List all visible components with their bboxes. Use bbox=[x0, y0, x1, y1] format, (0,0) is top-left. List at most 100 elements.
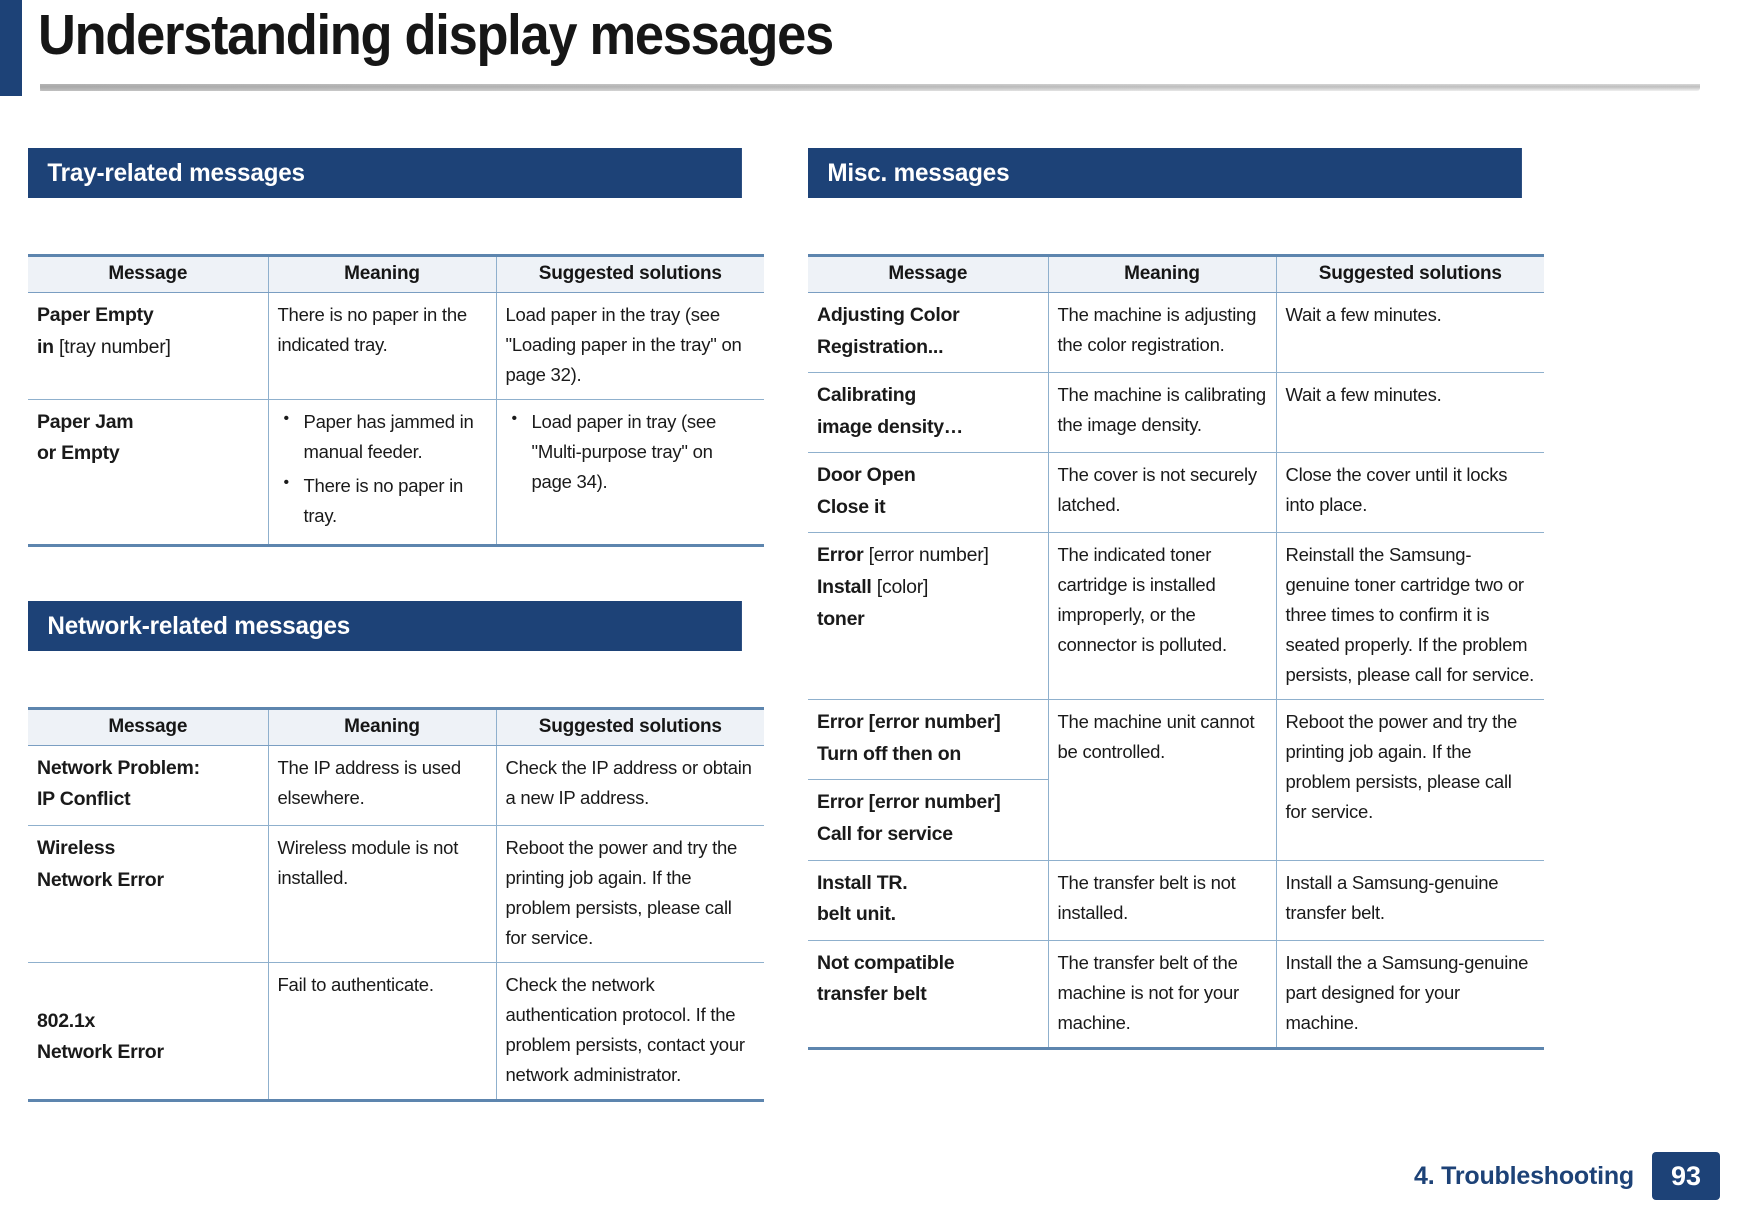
banner-table-spacer bbox=[28, 198, 768, 254]
column-header-suggested-solutions: Suggested solutions bbox=[1275, 254, 1544, 293]
column-header-message: Message bbox=[28, 254, 268, 293]
cell-suggested-solution: Reboot the power and try the printing jo… bbox=[1275, 699, 1544, 861]
column-header-meaning: Meaning bbox=[267, 706, 496, 746]
message-line: Close it bbox=[817, 492, 1039, 524]
message-text-bold: Error [error number] bbox=[817, 791, 1001, 814]
message-line: Wireless bbox=[37, 833, 259, 865]
message-line: Turn off then on bbox=[817, 739, 1039, 771]
message-line: IP Conflict bbox=[37, 784, 259, 816]
cell-suggested-solution: Wait a few minutes. bbox=[1275, 372, 1544, 454]
cell-message: Error [error number] Turn off then on bbox=[808, 699, 1048, 781]
message-text-bold: belt unit. bbox=[817, 903, 896, 926]
message-text-bold: Calibrating bbox=[817, 384, 917, 407]
table-row: Install TR. belt unit. The transfer belt i… bbox=[808, 860, 1544, 941]
section-banner-network-related-messages: Network-related messages bbox=[28, 600, 764, 651]
cell-meaning: The machine unit cannot be controlled. bbox=[1047, 699, 1276, 861]
cell-message: Paper Jam or Empty bbox=[28, 399, 268, 547]
table-row: Error [error number]Install [color]toner… bbox=[808, 532, 1544, 701]
message-line: or Empty bbox=[37, 438, 259, 470]
column-header-meaning: Meaning bbox=[1047, 254, 1276, 293]
cell-meaning: The machine is calibrating the image den… bbox=[1047, 372, 1276, 454]
table-row: Error [error number] Call for service bbox=[808, 779, 1544, 861]
cell-suggested-solution: Reinstall the Samsung-genuine toner cart… bbox=[1275, 532, 1544, 701]
section-banner-misc-messages: Misc. messages bbox=[808, 148, 1544, 198]
message-text-bold: IP Conflict bbox=[37, 788, 131, 811]
table-row: Not compatible transfer belt The transfer … bbox=[808, 940, 1544, 1050]
bullet-item: Paper has jammed in manual feeder. bbox=[278, 406, 487, 467]
message-text-bold: Error [error number] bbox=[817, 711, 1001, 734]
table-row: Paper Empty in [tray number]There is no p… bbox=[28, 292, 764, 400]
message-text-bold: Error bbox=[817, 544, 864, 567]
message-text-bold: transfer belt bbox=[817, 983, 927, 1006]
cell-meaning: The IP address is used elsewhere. bbox=[267, 745, 496, 826]
message-line: toner bbox=[817, 604, 1039, 636]
cell-meaning: The machine is adjusting the color regis… bbox=[1047, 292, 1276, 374]
banner-table-spacer bbox=[28, 651, 768, 707]
bullet-list: Paper has jammed in manual feeder.There … bbox=[278, 406, 487, 531]
message-line: Not compatible bbox=[817, 948, 1039, 980]
cell-meaning: There is no paper in the indicated tray. bbox=[267, 292, 496, 400]
cell-message: Paper Empty in [tray number] bbox=[28, 292, 268, 400]
message-spacer bbox=[37, 970, 259, 1006]
cell-suggested-solution: Install the a Samsung-genuine part desig… bbox=[1275, 940, 1544, 1050]
message-text-bold: Wireless bbox=[37, 836, 116, 859]
column-header-message: Message bbox=[28, 706, 268, 746]
message-line: Install [color] bbox=[817, 572, 1039, 604]
cell-suggested-solution: Check the IP address or obtain a new IP … bbox=[495, 745, 764, 826]
cell-meaning: Wireless module is not installed. bbox=[267, 825, 496, 963]
message-line: belt unit. bbox=[817, 899, 1039, 931]
message-text-bold: Paper Empty bbox=[37, 304, 154, 326]
page-footer: 4. Troubleshooting 93 bbox=[1414, 1152, 1720, 1200]
message-text-bold: Call for service bbox=[817, 823, 953, 846]
header-divider-rule bbox=[40, 84, 1700, 91]
section-banner-label: Tray-related messages bbox=[28, 148, 742, 198]
cell-message: Network Problem:IP Conflict bbox=[28, 745, 268, 826]
message-text-bold: Turn off then on bbox=[817, 742, 962, 765]
message-text-bold: Network Error bbox=[37, 1041, 164, 1064]
message-line: Install TR. bbox=[817, 868, 1039, 900]
cell-meaning: The transfer belt of the machine is not … bbox=[1047, 940, 1276, 1050]
message-line: Error [error number] bbox=[817, 707, 1039, 739]
message-line: Registration... bbox=[817, 332, 1039, 364]
message-line: Door Open bbox=[817, 460, 1039, 492]
cell-meaning: Fail to authenticate. bbox=[267, 962, 496, 1102]
cell-suggested-solution: Install a Samsung-genuine transfer belt. bbox=[1275, 860, 1544, 941]
message-text-bold: image density… bbox=[817, 415, 964, 438]
column-header-meaning: Meaning bbox=[267, 254, 496, 293]
cell-suggested-solution: Reboot the power and try the printing jo… bbox=[495, 825, 764, 963]
bullet-list: Load paper in tray (see "Multi-purpose t… bbox=[506, 406, 756, 497]
footer-chapter-label: 4. Troubleshooting bbox=[1413, 1162, 1634, 1190]
section-gap bbox=[28, 1102, 768, 1156]
message-text-bold: Close it bbox=[817, 495, 886, 518]
cell-suggested-solution: Close the cover until it locks into plac… bbox=[1275, 452, 1544, 534]
bullet-item: Load paper in tray (see "Multi-purpose t… bbox=[506, 406, 756, 497]
message-line: Paper Empty bbox=[37, 300, 259, 332]
section-banner-label: Network-related messages bbox=[28, 600, 742, 651]
cell-meaning: Paper has jammed in manual feeder.There … bbox=[267, 399, 496, 547]
message-line: 802.1x bbox=[37, 1006, 259, 1038]
cell-message: Calibrating image density… bbox=[808, 372, 1048, 454]
message-text-bold: Paper Jam bbox=[37, 410, 134, 433]
table-row: Error [error number] Turn off then on The … bbox=[808, 699, 1544, 861]
section-banner-tray-related-messages: Tray-related messages bbox=[28, 148, 764, 198]
page-header: Understanding display messages bbox=[0, 0, 1748, 100]
message-text-bold: Install TR. bbox=[817, 871, 908, 894]
message-line: in [tray number] bbox=[37, 332, 259, 364]
message-line: Calibrating bbox=[817, 380, 1039, 412]
cell-message: Not compatible transfer belt bbox=[808, 940, 1048, 1050]
cell-meaning: The indicated toner cartridge is install… bbox=[1047, 532, 1276, 701]
message-text-regular: [tray number] bbox=[53, 335, 171, 358]
cell-meaning: The transfer belt is not installed. bbox=[1047, 860, 1276, 941]
section-banner-label: Misc. messages bbox=[808, 148, 1522, 198]
message-text-bold: Network Error bbox=[37, 868, 164, 891]
section-gap bbox=[28, 547, 768, 601]
